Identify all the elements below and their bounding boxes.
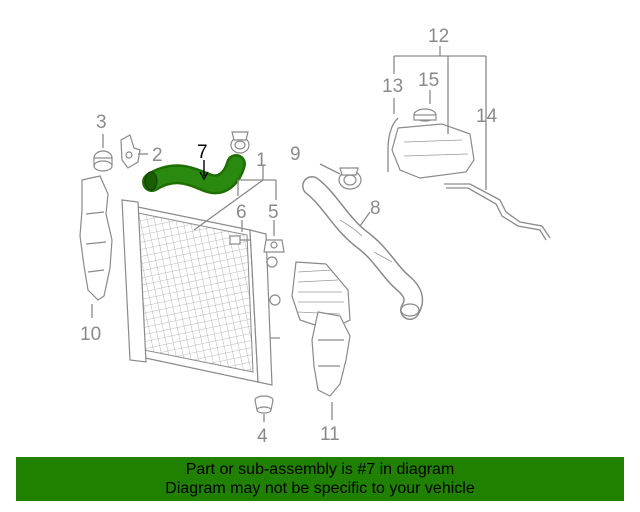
callout-2: 2 xyxy=(152,145,163,166)
fitting-part-5[interactable] xyxy=(263,239,285,253)
callout-1: 1 xyxy=(256,150,267,171)
reservoir-hose-part-13[interactable] xyxy=(387,117,399,172)
callout-8: 8 xyxy=(370,198,381,219)
callout-13: 13 xyxy=(382,76,403,97)
callout-4: 4 xyxy=(257,426,268,447)
callout-7: 7 xyxy=(197,142,208,163)
callout-12: 12 xyxy=(428,26,449,47)
callout-9: 9 xyxy=(290,144,301,165)
hose-clamp-part-9[interactable] xyxy=(338,167,362,190)
callout-labels: 1 2 3 4 5 6 7 8 9 10 11 12 13 14 15 xyxy=(80,26,498,447)
info-banner: Part or sub-assembly is #7 in diagram Di… xyxy=(16,457,624,501)
callout-3: 3 xyxy=(96,112,107,133)
callout-11: 11 xyxy=(320,424,340,445)
parts-diagram: 1 2 3 4 5 6 7 8 9 10 11 12 13 14 15 xyxy=(79,26,551,447)
callout-5: 5 xyxy=(268,202,279,223)
lower-radiator-hose-part-8[interactable] xyxy=(302,176,424,320)
upper-radiator-hose-part-7[interactable] xyxy=(142,154,246,195)
callout-15: 15 xyxy=(418,70,439,91)
callout-10: 10 xyxy=(80,324,101,345)
callout-6: 6 xyxy=(236,202,247,223)
mount-part-4[interactable] xyxy=(254,395,274,414)
callout-14: 14 xyxy=(476,106,498,127)
banner-line-disclaimer: Diagram may not be specific to your vehi… xyxy=(165,480,475,497)
leader-lines xyxy=(91,46,487,422)
overflow-hose-part-14[interactable] xyxy=(444,183,551,241)
air-deflector-part-11[interactable] xyxy=(311,311,351,397)
grommet-part-3[interactable] xyxy=(93,150,113,172)
hose-clamp-part[interactable] xyxy=(230,131,250,154)
coolant-reservoir-part-12[interactable] xyxy=(391,123,475,179)
banner-line-part-number: Part or sub-assembly is #7 in diagram xyxy=(185,461,455,478)
bracket-part-2[interactable] xyxy=(120,134,141,169)
reservoir-cap-part-15[interactable] xyxy=(413,108,437,122)
air-deflector-part-10[interactable] xyxy=(79,175,113,301)
radiator-part[interactable] xyxy=(121,199,281,386)
bolt-part-6[interactable] xyxy=(229,235,250,245)
